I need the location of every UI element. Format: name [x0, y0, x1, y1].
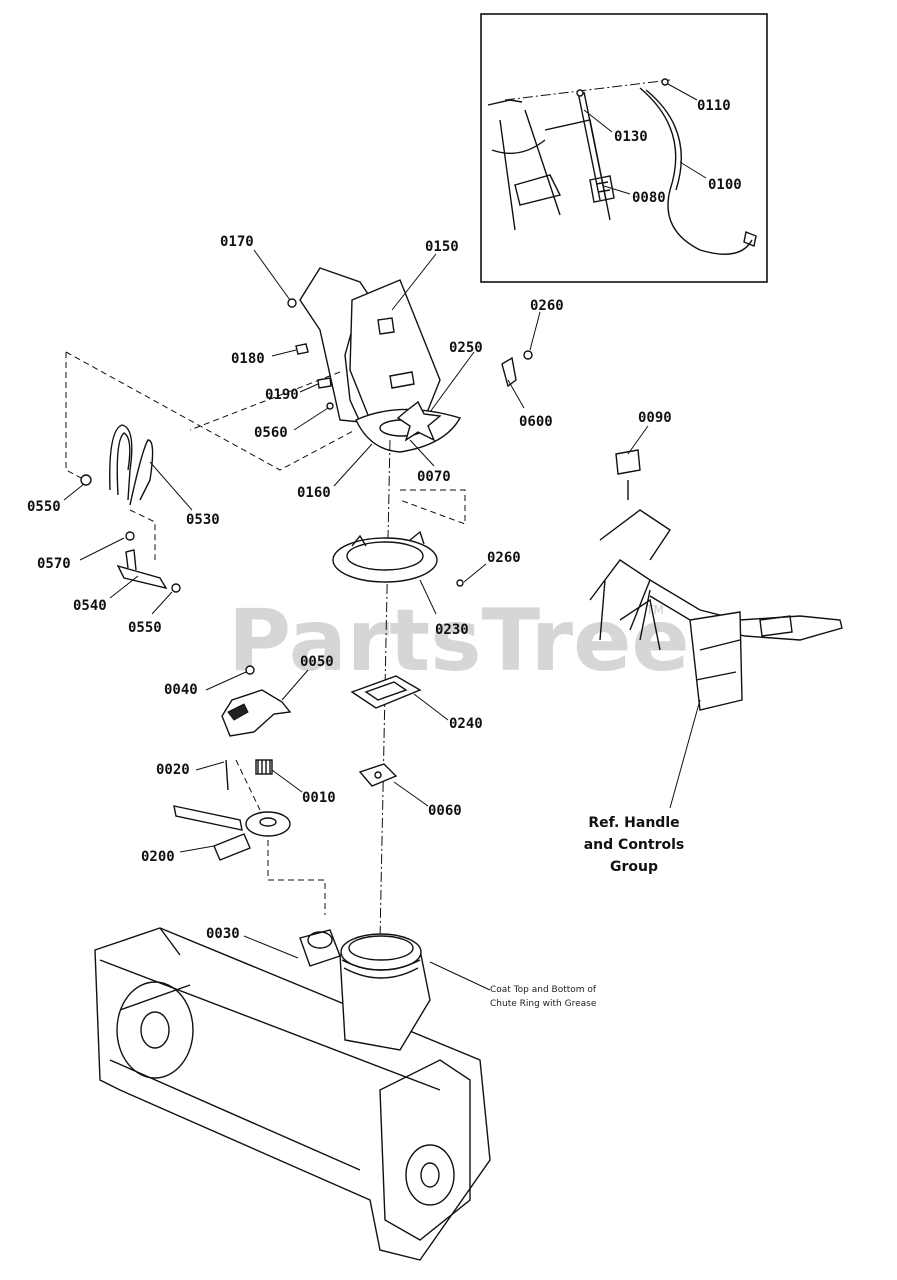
nut-0560 — [326, 402, 334, 410]
callout-0110: 0110 — [697, 98, 731, 114]
ref-handle-line3: Group — [610, 859, 658, 875]
plate-0240 — [350, 675, 422, 709]
gear-0010 — [225, 759, 273, 791]
callout-0260-top: 0260 — [530, 298, 564, 314]
bracket-0600 — [501, 356, 517, 388]
bolt-0180 — [295, 343, 309, 355]
chute-assembly — [299, 267, 462, 453]
callout-0550-upper: 0550 — [27, 499, 61, 515]
callout-0080: 0080 — [632, 190, 666, 206]
callout-0010: 0010 — [302, 790, 336, 806]
auger-housing — [94, 927, 491, 1261]
callout-0040: 0040 — [164, 682, 198, 698]
callout-0090: 0090 — [638, 410, 672, 426]
grease-note-line1: Coat Top and Bottom of — [490, 985, 597, 995]
crank-0200 — [173, 805, 291, 861]
callout-0190: 0190 — [265, 387, 299, 403]
callout-0240: 0240 — [449, 716, 483, 732]
callout-0260-mid: 0260 — [487, 550, 521, 566]
callout-0570: 0570 — [37, 556, 71, 572]
callout-0530: 0530 — [186, 512, 220, 528]
callout-0070: 0070 — [417, 469, 451, 485]
callout-0060: 0060 — [428, 803, 462, 819]
grease-note-line2: Chute Ring with Grease — [490, 999, 597, 1009]
callout-0600: 0600 — [519, 414, 553, 430]
callout-0150: 0150 — [425, 239, 459, 255]
bolt-0170 — [287, 298, 297, 308]
callout-0180: 0180 — [231, 351, 265, 367]
watermark-text: PartsTree — [228, 591, 690, 691]
chute-ring-0230 — [332, 530, 464, 587]
bolt-0190 — [317, 377, 332, 389]
callout-0100: 0100 — [708, 177, 742, 193]
callout-0050: 0050 — [300, 654, 334, 670]
plate-0060 — [358, 763, 398, 787]
inset-detail-box — [480, 13, 768, 283]
callout-0020: 0020 — [156, 762, 190, 778]
callout-0170: 0170 — [220, 234, 254, 250]
watermark-trademark: TM — [645, 603, 664, 617]
callout-0250: 0250 — [449, 340, 483, 356]
ref-handle-line2: and Controls — [584, 837, 685, 853]
callout-0550-lower: 0550 — [128, 620, 162, 636]
callout-0230: 0230 — [435, 622, 469, 638]
callout-0200: 0200 — [141, 849, 175, 865]
callout-0030: 0030 — [206, 926, 240, 942]
handle-controls — [589, 449, 843, 711]
knob-0050 — [221, 665, 292, 737]
callout-0560: 0560 — [254, 425, 288, 441]
callout-0130: 0130 — [614, 129, 648, 145]
callout-0160: 0160 — [297, 485, 331, 501]
deflector-cable — [80, 424, 156, 560]
nut-0260 — [523, 350, 533, 360]
ref-handle-line1: Ref. Handle — [588, 815, 679, 831]
callout-0540: 0540 — [73, 598, 107, 614]
bracket-0540 — [116, 531, 181, 593]
